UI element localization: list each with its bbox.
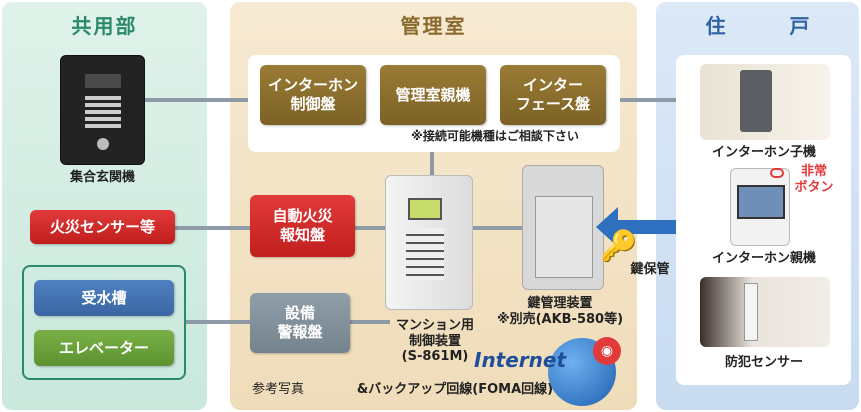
line-dwelling-top — [620, 98, 680, 102]
intercom-parent-screen — [737, 185, 785, 219]
line-entrance — [140, 98, 250, 102]
entrance-unit-keypad — [85, 96, 121, 130]
intercom-child-device — [740, 70, 772, 132]
key-device-door — [535, 196, 593, 278]
key-device-label: 鍵管理装置 ※別売(AKB-580等) — [496, 296, 624, 327]
controller-display — [408, 198, 442, 220]
key-device-photo — [522, 165, 604, 290]
fire-sensor-box: 火災センサー等 — [30, 210, 175, 244]
line-top-to-controller — [430, 152, 434, 182]
entrance-unit-camera — [97, 138, 109, 150]
common-area-title: 共用部 — [71, 14, 138, 38]
intercom-child-photo — [700, 64, 830, 140]
line-equipment — [185, 320, 255, 324]
management-master-box: 管理室親機 — [380, 65, 486, 125]
controller-keypad — [406, 228, 444, 280]
management-room-title: 管理室 — [400, 14, 467, 38]
water-tank-box: 受水槽 — [34, 280, 174, 316]
line-controller-to-key — [470, 226, 530, 230]
line-fire — [175, 226, 255, 230]
fire-alarm-panel-box: 自動火災 報知盤 — [250, 195, 355, 257]
equipment-alarm-panel-box: 設備 警報盤 — [250, 293, 350, 353]
security-sensor-device — [744, 283, 758, 341]
intercom-parent-label: インターホン親機 — [711, 251, 816, 266]
key-storage-label: 鍵保管 — [630, 262, 670, 277]
controller-photo — [385, 175, 473, 310]
reference-photo-label: 参考写真 — [251, 382, 304, 397]
entrance-unit-photo — [60, 55, 145, 165]
internet-label: Internet — [474, 348, 567, 372]
emergency-button-icon — [770, 168, 784, 178]
equipment-group-box — [22, 265, 186, 380]
emergency-button-label: 非常 ボタン — [794, 164, 834, 195]
wifi-icon: ◉ — [593, 337, 621, 365]
entrance-unit-display — [85, 74, 121, 88]
intercom-control-box: インターホン 制御盤 — [260, 65, 366, 125]
key-storage-arrow — [614, 220, 684, 234]
security-sensor-photo — [700, 277, 830, 347]
elevator-box: エレベーター — [34, 330, 174, 366]
entrance-unit-label: 集合玄関機 — [69, 170, 135, 185]
dwelling-title: 住 戸 — [705, 14, 832, 38]
controller-label: マンション用 制御装置 (S-861M) — [395, 318, 474, 365]
key-storage-arrowhead — [596, 207, 618, 247]
security-sensor-label: 防犯センサー — [724, 355, 803, 370]
line-equipment-to-controller — [350, 320, 390, 324]
interface-panel-box: インター フェース盤 — [500, 65, 606, 125]
key-icon: 🔑 — [600, 229, 638, 264]
line-fire-to-controller — [355, 226, 395, 230]
intercom-child-label: インターホン子機 — [711, 145, 816, 160]
intercom-parent-photo — [730, 168, 790, 246]
connection-note: ※接続可能機種はご相談下さい — [411, 129, 579, 143]
backup-line-label: &バックアップ回線(FOMA回線) — [356, 382, 554, 397]
